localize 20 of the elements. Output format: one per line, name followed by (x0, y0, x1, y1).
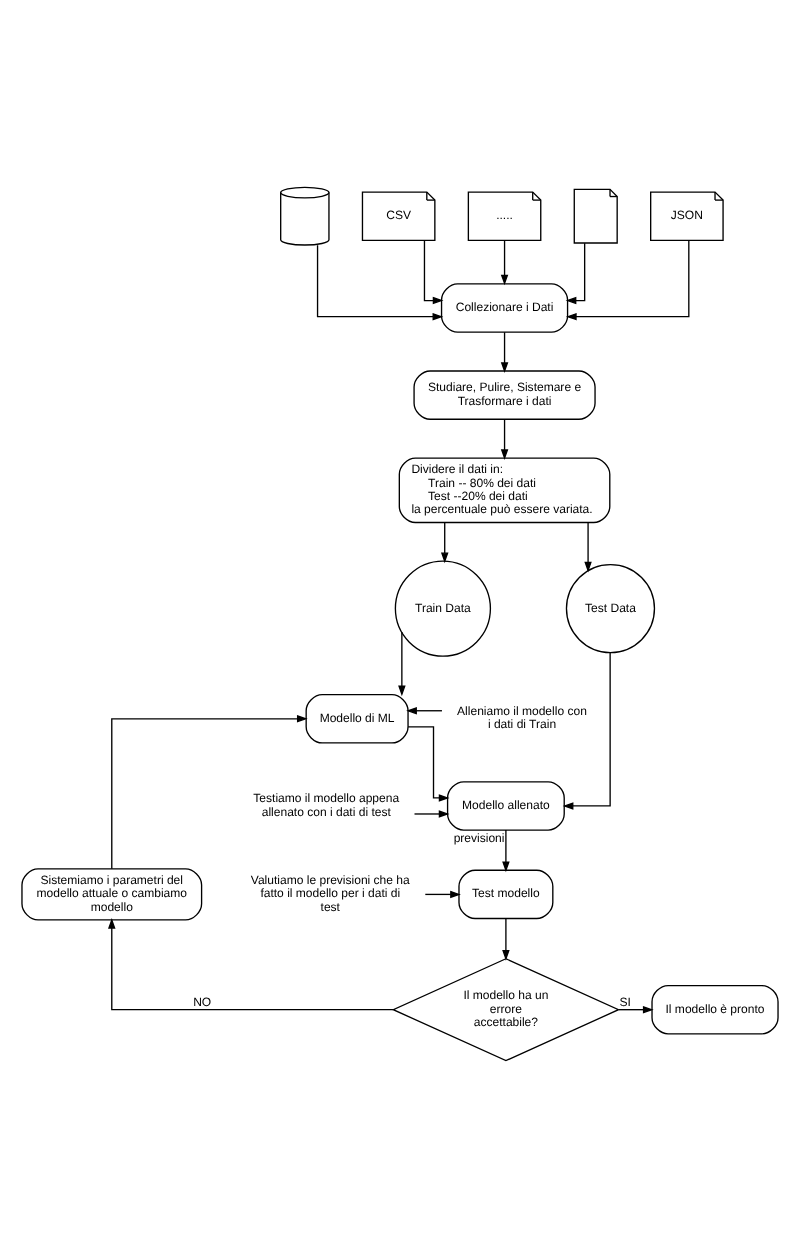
arrow (108, 916, 394, 1010)
arrow (424, 889, 461, 898)
arrow (413, 809, 450, 817)
arrow (584, 520, 592, 572)
arrow (111, 714, 308, 869)
arrow (316, 243, 444, 320)
arrow (500, 418, 509, 460)
arrow (407, 725, 450, 801)
arrow (618, 1004, 654, 1013)
arrow (440, 520, 449, 563)
arrow (562, 651, 611, 809)
arrow (398, 630, 406, 696)
arrow (423, 238, 444, 304)
arrow (565, 238, 690, 320)
arrow (500, 330, 509, 373)
arrow (502, 828, 510, 872)
arrow (502, 917, 510, 960)
arrow (565, 241, 586, 304)
arrow (500, 239, 509, 285)
arrow (406, 706, 443, 714)
